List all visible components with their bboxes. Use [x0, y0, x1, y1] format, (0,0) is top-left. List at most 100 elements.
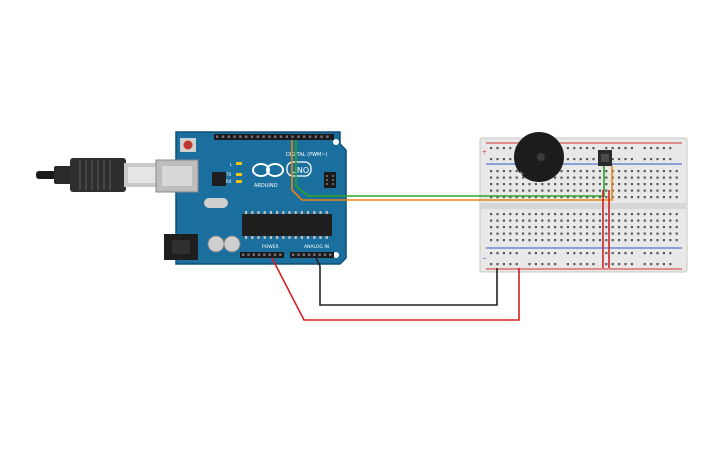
orange-wire[interactable] — [291, 140, 613, 201]
chip-pin — [313, 236, 316, 239]
terminal-hole — [541, 232, 544, 235]
rail-hole — [611, 263, 614, 266]
terminal-hole — [534, 219, 537, 222]
terminal-hole — [573, 189, 576, 192]
terminal-hole — [515, 226, 518, 229]
chip-pin — [251, 211, 254, 214]
terminal-hole — [586, 176, 589, 179]
terminal-hole — [630, 226, 633, 229]
terminal-hole — [528, 219, 531, 222]
rail-hole — [656, 263, 659, 266]
pin-hole — [245, 135, 248, 138]
rail-hole — [496, 252, 499, 255]
terminal-hole — [528, 226, 531, 229]
terminal-hole — [528, 239, 531, 242]
terminal-hole — [502, 239, 505, 242]
terminal-hole — [611, 232, 614, 235]
crystal-oscillator — [204, 198, 228, 208]
black-ground-wire[interactable] — [315, 257, 498, 306]
terminal-hole — [650, 189, 653, 192]
terminal-hole — [534, 226, 537, 229]
terminal-hole — [490, 170, 493, 173]
icsp-header[interactable] — [324, 172, 336, 188]
rail-hole — [496, 158, 499, 161]
pin-hole — [216, 135, 219, 138]
rail-hole — [624, 158, 627, 161]
terminal-hole — [618, 189, 621, 192]
arduino-brand-text: ARDUINO — [254, 183, 278, 189]
terminal-hole — [611, 213, 614, 216]
terminal-hole — [560, 196, 563, 199]
terminal-hole — [605, 170, 608, 173]
piezo-buzzer[interactable]: + — [514, 132, 564, 182]
terminal-hole — [630, 196, 633, 199]
rail-hole — [573, 252, 576, 255]
terminal-hole — [643, 226, 646, 229]
pin-hole — [297, 135, 300, 138]
terminal-hole — [669, 213, 672, 216]
terminal-hole — [579, 232, 582, 235]
terminal-hole — [650, 213, 653, 216]
chip-pin — [325, 236, 328, 239]
terminal-hole — [656, 219, 659, 222]
terminal-hole — [624, 226, 627, 229]
breadboard-holes — [490, 147, 678, 266]
terminal-hole — [592, 226, 595, 229]
rail-hole — [669, 147, 672, 150]
terminal-hole — [547, 219, 550, 222]
terminal-hole — [566, 176, 569, 179]
terminal-hole — [566, 196, 569, 199]
arduino-uno-board[interactable]: DIGITAL (PWM~) L TX RX ARDUINO UNO — [155, 131, 347, 265]
chip-pin — [257, 236, 260, 239]
terminal-hole — [675, 189, 678, 192]
usb-cable[interactable] — [36, 158, 160, 192]
rail-hole — [624, 252, 627, 255]
terminal-hole — [579, 189, 582, 192]
terminal-hole — [547, 226, 550, 229]
terminal-hole — [515, 232, 518, 235]
terminal-hole — [547, 213, 550, 216]
terminal-hole — [592, 183, 595, 186]
terminal-hole — [675, 239, 678, 242]
terminal-hole — [637, 176, 640, 179]
terminal-hole — [541, 226, 544, 229]
rail-hole — [592, 263, 595, 266]
chip-pin — [269, 236, 272, 239]
pin-hole — [268, 253, 271, 256]
terminal-hole — [496, 239, 499, 242]
terminal-hole — [669, 232, 672, 235]
terminal-hole — [598, 213, 601, 216]
terminal-hole — [554, 239, 557, 242]
terminal-hole — [547, 189, 550, 192]
analog-pin-header[interactable] — [290, 252, 334, 258]
terminal-hole — [586, 226, 589, 229]
green-wire[interactable] — [295, 140, 605, 197]
terminal-hole — [656, 183, 659, 186]
power-pin-header[interactable] — [240, 252, 284, 258]
rail-hole — [566, 147, 569, 150]
terminal-hole — [618, 183, 621, 186]
rail-hole — [566, 252, 569, 255]
terminal-hole — [573, 213, 576, 216]
chip-pin — [288, 211, 291, 214]
pin-hole — [263, 253, 266, 256]
terminal-hole — [630, 189, 633, 192]
chip-pin — [282, 236, 285, 239]
terminal-hole — [656, 239, 659, 242]
terminal-hole — [502, 213, 505, 216]
terminal-hole — [573, 196, 576, 199]
terminal-hole — [624, 239, 627, 242]
terminal-hole — [560, 213, 563, 216]
terminal-hole — [509, 239, 512, 242]
pin-hole — [250, 135, 254, 138]
reset-button-cap[interactable] — [183, 140, 193, 150]
terminal-hole — [669, 196, 672, 199]
terminal-hole — [656, 176, 659, 179]
terminal-hole — [618, 213, 621, 216]
terminal-hole — [618, 176, 621, 179]
red-power-wire[interactable] — [271, 257, 520, 321]
sensor[interactable] — [598, 150, 612, 166]
terminal-hole — [502, 170, 505, 173]
terminal-hole — [528, 232, 531, 235]
breadboard[interactable]: + − — [479, 137, 688, 273]
